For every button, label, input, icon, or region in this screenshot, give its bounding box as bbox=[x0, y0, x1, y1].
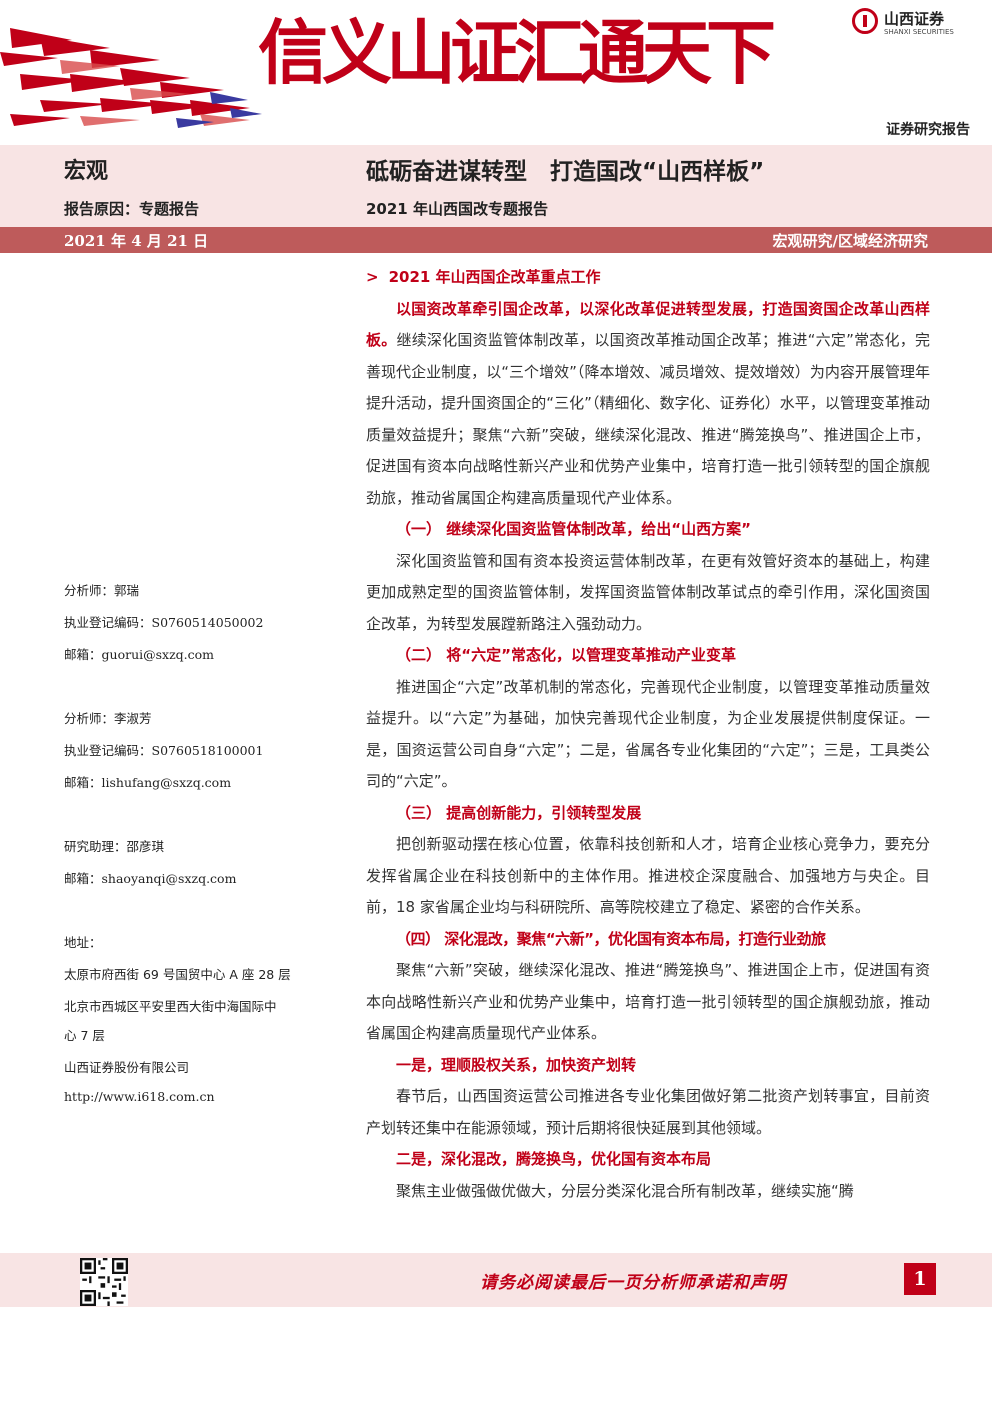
company-name: 山西证券股份有限公司 bbox=[64, 1060, 190, 1075]
address-line: 心 7 层 bbox=[64, 1028, 105, 1043]
banner-slogan: 信义山证汇通天下 bbox=[258, 11, 776, 94]
arrow-bullet-icon: > bbox=[366, 268, 379, 286]
address-line: 北京市西城区平安里西大街中海国际中 bbox=[64, 999, 277, 1014]
logo-mark-icon bbox=[852, 8, 878, 34]
subsection-heading: （四） 深化混改，聚焦“六新”，优化国有资本布局，打造行业劲旅 bbox=[396, 929, 826, 948]
logo-name-en: SHANXI SECURITIES bbox=[884, 28, 954, 36]
body-paragraph: 推进国企“六定”改革机制的常态化，完善现代企业制度，以管理变革推动质量效益提升。… bbox=[366, 677, 930, 791]
subsection-heading: 一是，理顺股权关系，加快资产划转 bbox=[396, 1055, 637, 1074]
company-logo[interactable]: 山西证券 SHANXI SECURITIES bbox=[852, 8, 972, 42]
body-paragraph: 春节后，山西国资运营公司推进各专业化集团做好第二批资产划转事宜，目前资产划转还集… bbox=[366, 1087, 930, 1137]
analyst2-email[interactable]: 邮箱：lishufang@sxzq.com bbox=[64, 775, 232, 790]
analyst1-cert: 执业登记编码：S0760514050002 bbox=[64, 615, 264, 630]
red-arrows-graphic bbox=[0, 28, 262, 128]
analyst2-cert: 执业登记编码：S0760518100001 bbox=[64, 743, 264, 758]
section-heading: >2021 年山西国企改革重点工作 bbox=[366, 268, 601, 286]
body-paragraph: 深化国资监管和国有资本投资运营体制改革，在更有效管好资本的基础上，构建更加成熟定… bbox=[366, 551, 930, 633]
assistant-email[interactable]: 邮箱：shaoyanqi@sxzq.com bbox=[64, 871, 237, 886]
banner: 信义山证汇通天下 山西证券 SHANXI SECURITIES 证券研究报告 bbox=[0, 0, 992, 145]
report-title: 砥砺奋进谋转型 打造国改“山西样板” bbox=[366, 159, 765, 185]
subsection-heading: （二） 将“六定”常态化，以管理变革推动产业变革 bbox=[396, 646, 736, 664]
header-band bbox=[0, 145, 992, 227]
page-number: 1 bbox=[904, 1263, 936, 1295]
assistant-name: 研究助理：邵彦琪 bbox=[64, 839, 165, 854]
sector-label: 宏观 bbox=[64, 159, 109, 184]
subsection-heading: 二是，深化混改，腾笼换鸟，优化国有资本布局 bbox=[396, 1150, 712, 1168]
analyst2-name: 分析师：李淑芳 bbox=[64, 711, 152, 726]
address-line: 太原市府西街 69 号国贸中心 A 座 28 层 bbox=[64, 967, 291, 982]
report-subtitle: 2021 年山西国改专题报告 bbox=[366, 200, 548, 218]
address-label: 地址： bbox=[64, 935, 102, 950]
qr-code-icon[interactable] bbox=[80, 1258, 128, 1306]
report-reason: 报告原因：专题报告 bbox=[64, 200, 200, 218]
body-paragraph: 把创新驱动摆在核心位置，依靠科技创新和人才，培育企业核心竞争力，要充分发挥省属企… bbox=[366, 835, 930, 916]
body-paragraph: 聚焦“六新”突破，继续深化混改、推进“腾笼换鸟”、推进国企上市，促进国有资本向战… bbox=[366, 961, 930, 1042]
subsection-heading: （一） 继续深化国资监管体制改革，给出“山西方案” bbox=[396, 520, 751, 538]
analyst1-email[interactable]: 邮箱：guorui@sxzq.com bbox=[64, 647, 215, 662]
subsection-heading: （三） 提高创新能力，引领转型发展 bbox=[396, 803, 642, 822]
analyst1-name: 分析师：郭瑞 bbox=[64, 583, 140, 598]
body-paragraph: 聚焦主业做强做优做大，分层分类深化混合所有制改革，继续实施“腾 bbox=[396, 1181, 854, 1200]
disclaimer-notice: 请务必阅读最后一页分析师承诺和声明 bbox=[480, 1273, 786, 1293]
report-category: 宏观研究/区域经济研究 bbox=[772, 232, 928, 250]
report-body: >2021 年山西国企改革重点工作 以国资改革牵引国企改革，以深化改革促进转型发… bbox=[366, 262, 930, 1207]
report-type-label: 证券研究报告 bbox=[886, 122, 970, 138]
report-date: 2021 年 4 月 21 日 bbox=[64, 232, 209, 250]
intro-paragraph: 以国资改革牵引国企改革，以深化改革促进转型发展，打造国资国企改革山西样板。继续深… bbox=[366, 299, 930, 507]
footer-band bbox=[0, 1253, 992, 1307]
company-website-link[interactable]: http://www.i618.com.cn bbox=[64, 1089, 215, 1104]
logo-name-cn: 山西证券 bbox=[884, 10, 945, 28]
date-band bbox=[0, 227, 992, 253]
